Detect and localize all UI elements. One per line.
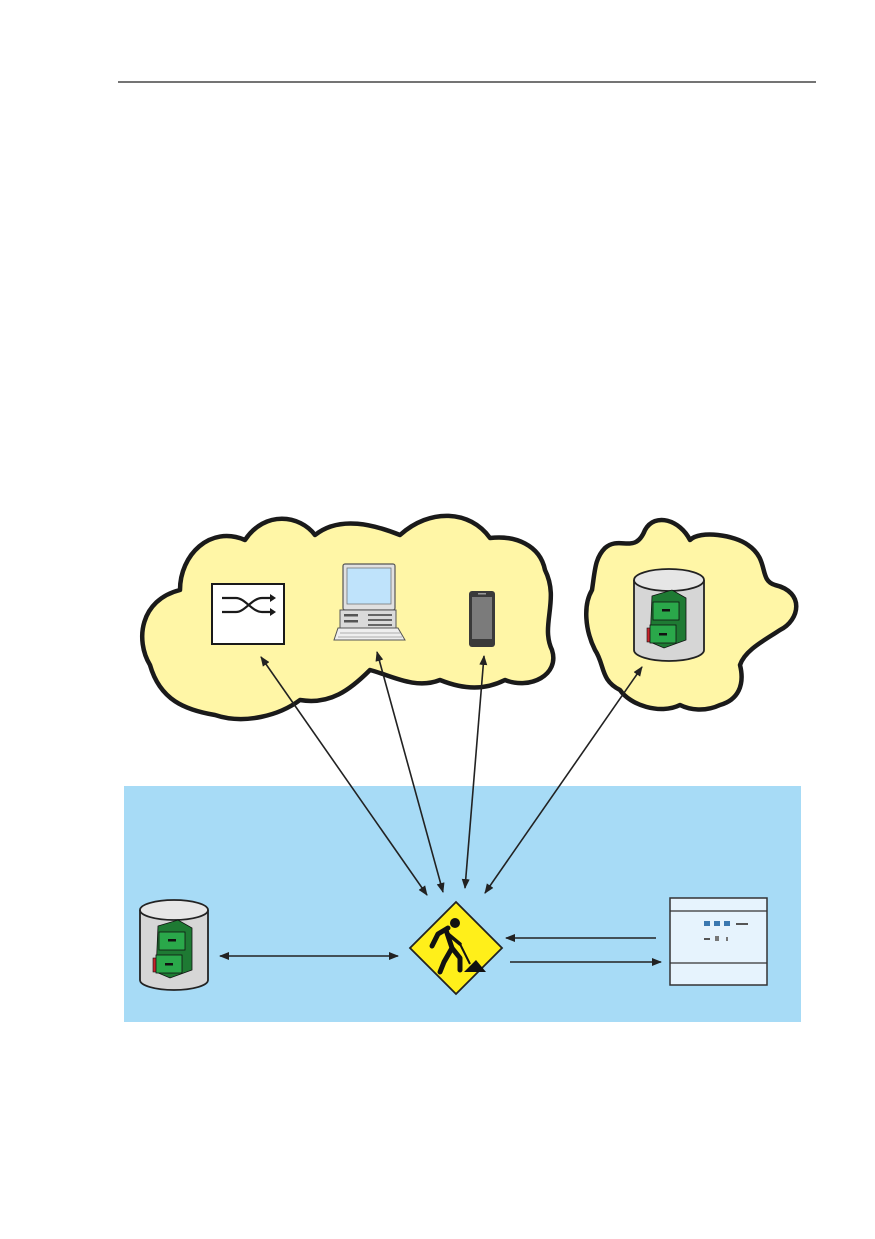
arrow-management-pc [375,651,445,893]
construction-worker-sign-icon [408,900,504,996]
management-console-window-icon [669,897,768,986]
network-switch-icon [211,583,285,645]
local-database-icon [139,899,209,991]
arrow-management-remote-db [484,666,643,894]
mobile-phone-icon [469,591,495,647]
remote-database-icon [633,568,705,662]
desktop-computer-icon [333,563,406,641]
arrow-management-phone [461,655,488,889]
connection-lines [219,651,662,966]
